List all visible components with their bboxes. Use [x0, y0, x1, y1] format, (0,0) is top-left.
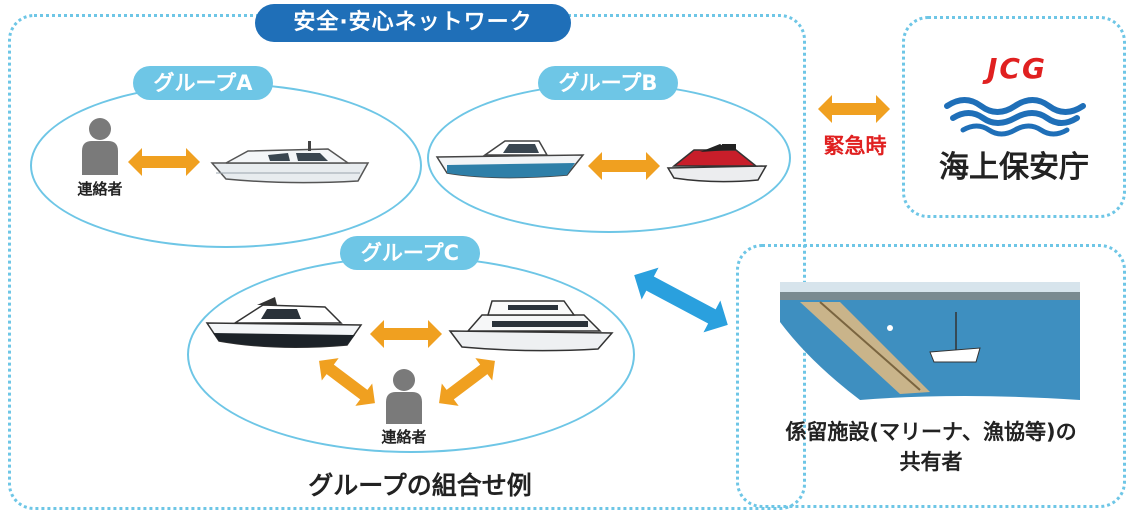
double-arrow-icon	[439, 358, 495, 406]
double-arrow-icon	[319, 358, 375, 406]
coast-guard-frame	[902, 16, 1126, 218]
jet-ski-icon	[666, 144, 768, 183]
motor-yacht-icon	[448, 300, 614, 352]
speedboat-icon	[435, 140, 585, 179]
group-c-label: グループC	[340, 236, 480, 270]
double-arrow-icon	[588, 152, 660, 180]
jcg-logo-text: JCG	[987, 52, 1047, 85]
double-arrow-icon	[818, 95, 890, 123]
double-arrow-icon	[128, 148, 200, 176]
motor-yacht-icon	[205, 297, 363, 348]
group-b-label: グループB	[538, 66, 678, 100]
marina-caption-line1: 係留施設(マリーナ、漁協等)の	[785, 420, 1077, 444]
network-title: 安全·安心ネットワーク	[255, 4, 571, 42]
marina-photo	[780, 282, 1080, 400]
group-a-contact-label: 連絡者	[77, 180, 123, 198]
group-c-contact-label: 連絡者	[381, 428, 427, 446]
group-a-label: グループA	[133, 66, 273, 100]
double-arrow-icon	[634, 267, 728, 333]
cabin-cruiser-icon	[210, 141, 370, 184]
person-icon	[386, 369, 422, 424]
marina-frame	[736, 244, 1126, 508]
jcg-wave-logo	[944, 97, 1086, 137]
coast-guard-name: 海上保安庁	[939, 150, 1089, 185]
person-icon	[82, 118, 118, 175]
marina-caption-line2: 共有者	[899, 450, 963, 474]
emergency-label: 緊急時	[823, 134, 887, 158]
double-arrow-icon	[370, 320, 442, 348]
example-caption: グループの組合せ例	[308, 471, 532, 500]
